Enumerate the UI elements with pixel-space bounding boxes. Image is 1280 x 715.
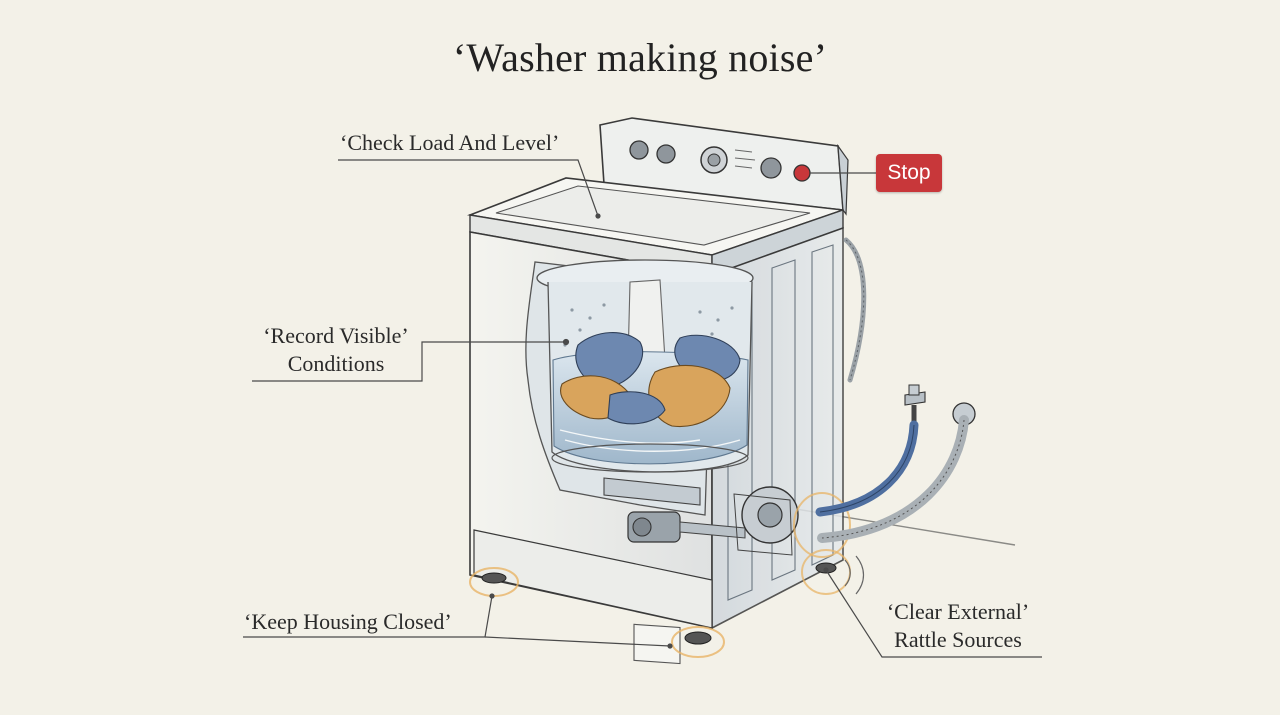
- washer-foot: [481, 572, 507, 584]
- keep-housing-label: ‘Keep Housing Closed’: [244, 609, 452, 634]
- hose-icon: [817, 415, 969, 543]
- knob-icon: [760, 157, 782, 179]
- record-visible-label: ‘Record Visible’ Conditions: [250, 322, 422, 378]
- knob-icon: [656, 144, 676, 164]
- stop-button-icon: [793, 164, 811, 182]
- washer-drum: [536, 259, 754, 473]
- stop-badge: Stop: [876, 154, 942, 192]
- motor-icon: [603, 477, 799, 556]
- check-load-label: ‘Check Load And Level’: [340, 130, 560, 155]
- clear-external-line1: ‘Clear External’: [886, 599, 1030, 624]
- leader-lines: [243, 159, 1042, 658]
- clear-external-line2: Rattle Sources: [894, 627, 1022, 652]
- highlight-ring: [671, 626, 725, 658]
- control-panel: [599, 117, 849, 216]
- page-title: ‘Washer making noise’: [452, 35, 828, 80]
- knob-icon: [629, 140, 649, 160]
- laundry-blue: [575, 332, 644, 389]
- washer-foot: [684, 631, 712, 645]
- record-visible-line2: Conditions: [287, 351, 385, 376]
- highlight-ring: [793, 492, 851, 558]
- clear-external-label: ‘Clear External’ Rattle Sources: [876, 598, 1040, 654]
- access-panel: [633, 623, 681, 665]
- vibration-icon: [844, 555, 865, 595]
- record-visible-line1: ‘Record Visible’: [263, 323, 409, 348]
